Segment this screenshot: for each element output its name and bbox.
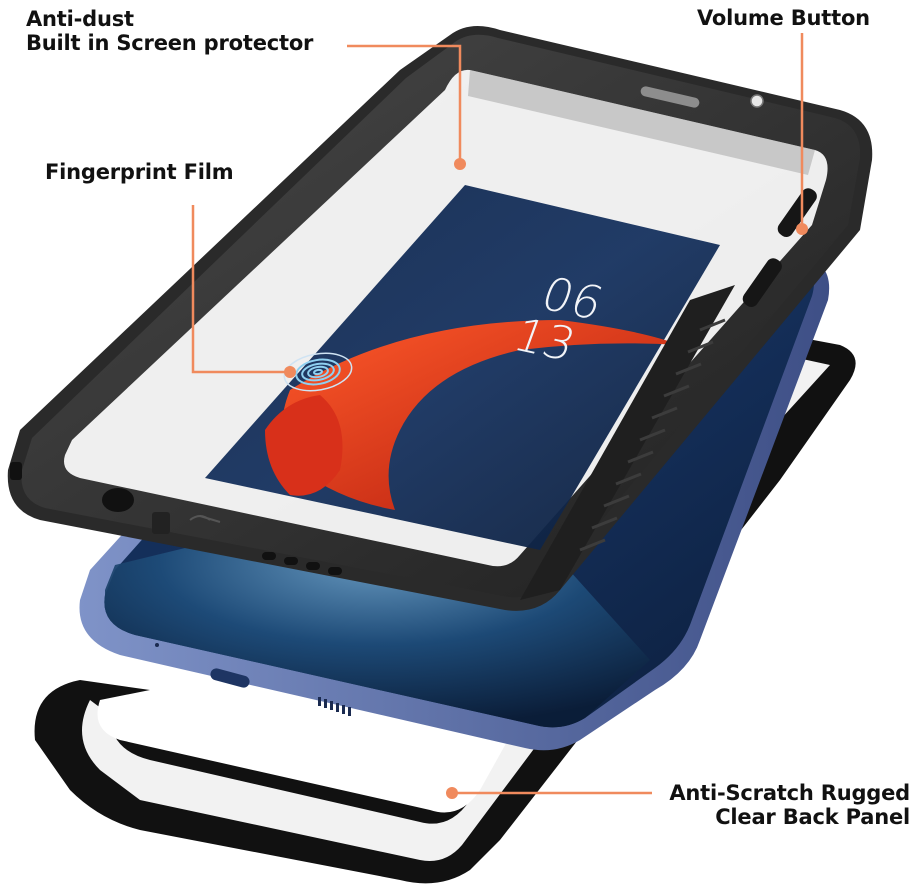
label-line: Clear Back Panel	[715, 805, 910, 829]
label-line: Built in Screen protector	[26, 31, 314, 55]
callout-dot-screen-protector	[454, 158, 466, 170]
callout-fingerprint	[191, 205, 290, 374]
label-fingerprint: Fingerprint Film	[45, 160, 234, 184]
clock-minute: 13	[506, 307, 583, 372]
label-line: Volume Button	[697, 6, 870, 30]
label-line: Fingerprint Film	[45, 160, 234, 184]
label-back-panel: Anti-Scratch Rugged Clear Back Panel	[669, 781, 910, 829]
fingerprint-icon	[283, 352, 353, 392]
front-frame	[7, 26, 873, 611]
callout-dot-volume	[796, 223, 808, 235]
callout-screen-protector	[347, 44, 462, 163]
label-volume: Volume Button	[697, 6, 870, 30]
label-line: Anti-dust	[26, 7, 134, 31]
callout-dot-back-panel	[446, 787, 458, 799]
label-screen-protector: Anti-dust Built in Screen protector	[26, 7, 313, 55]
label-line: Anti-Scratch Rugged	[669, 781, 910, 805]
callout-dot-fingerprint	[284, 366, 296, 378]
